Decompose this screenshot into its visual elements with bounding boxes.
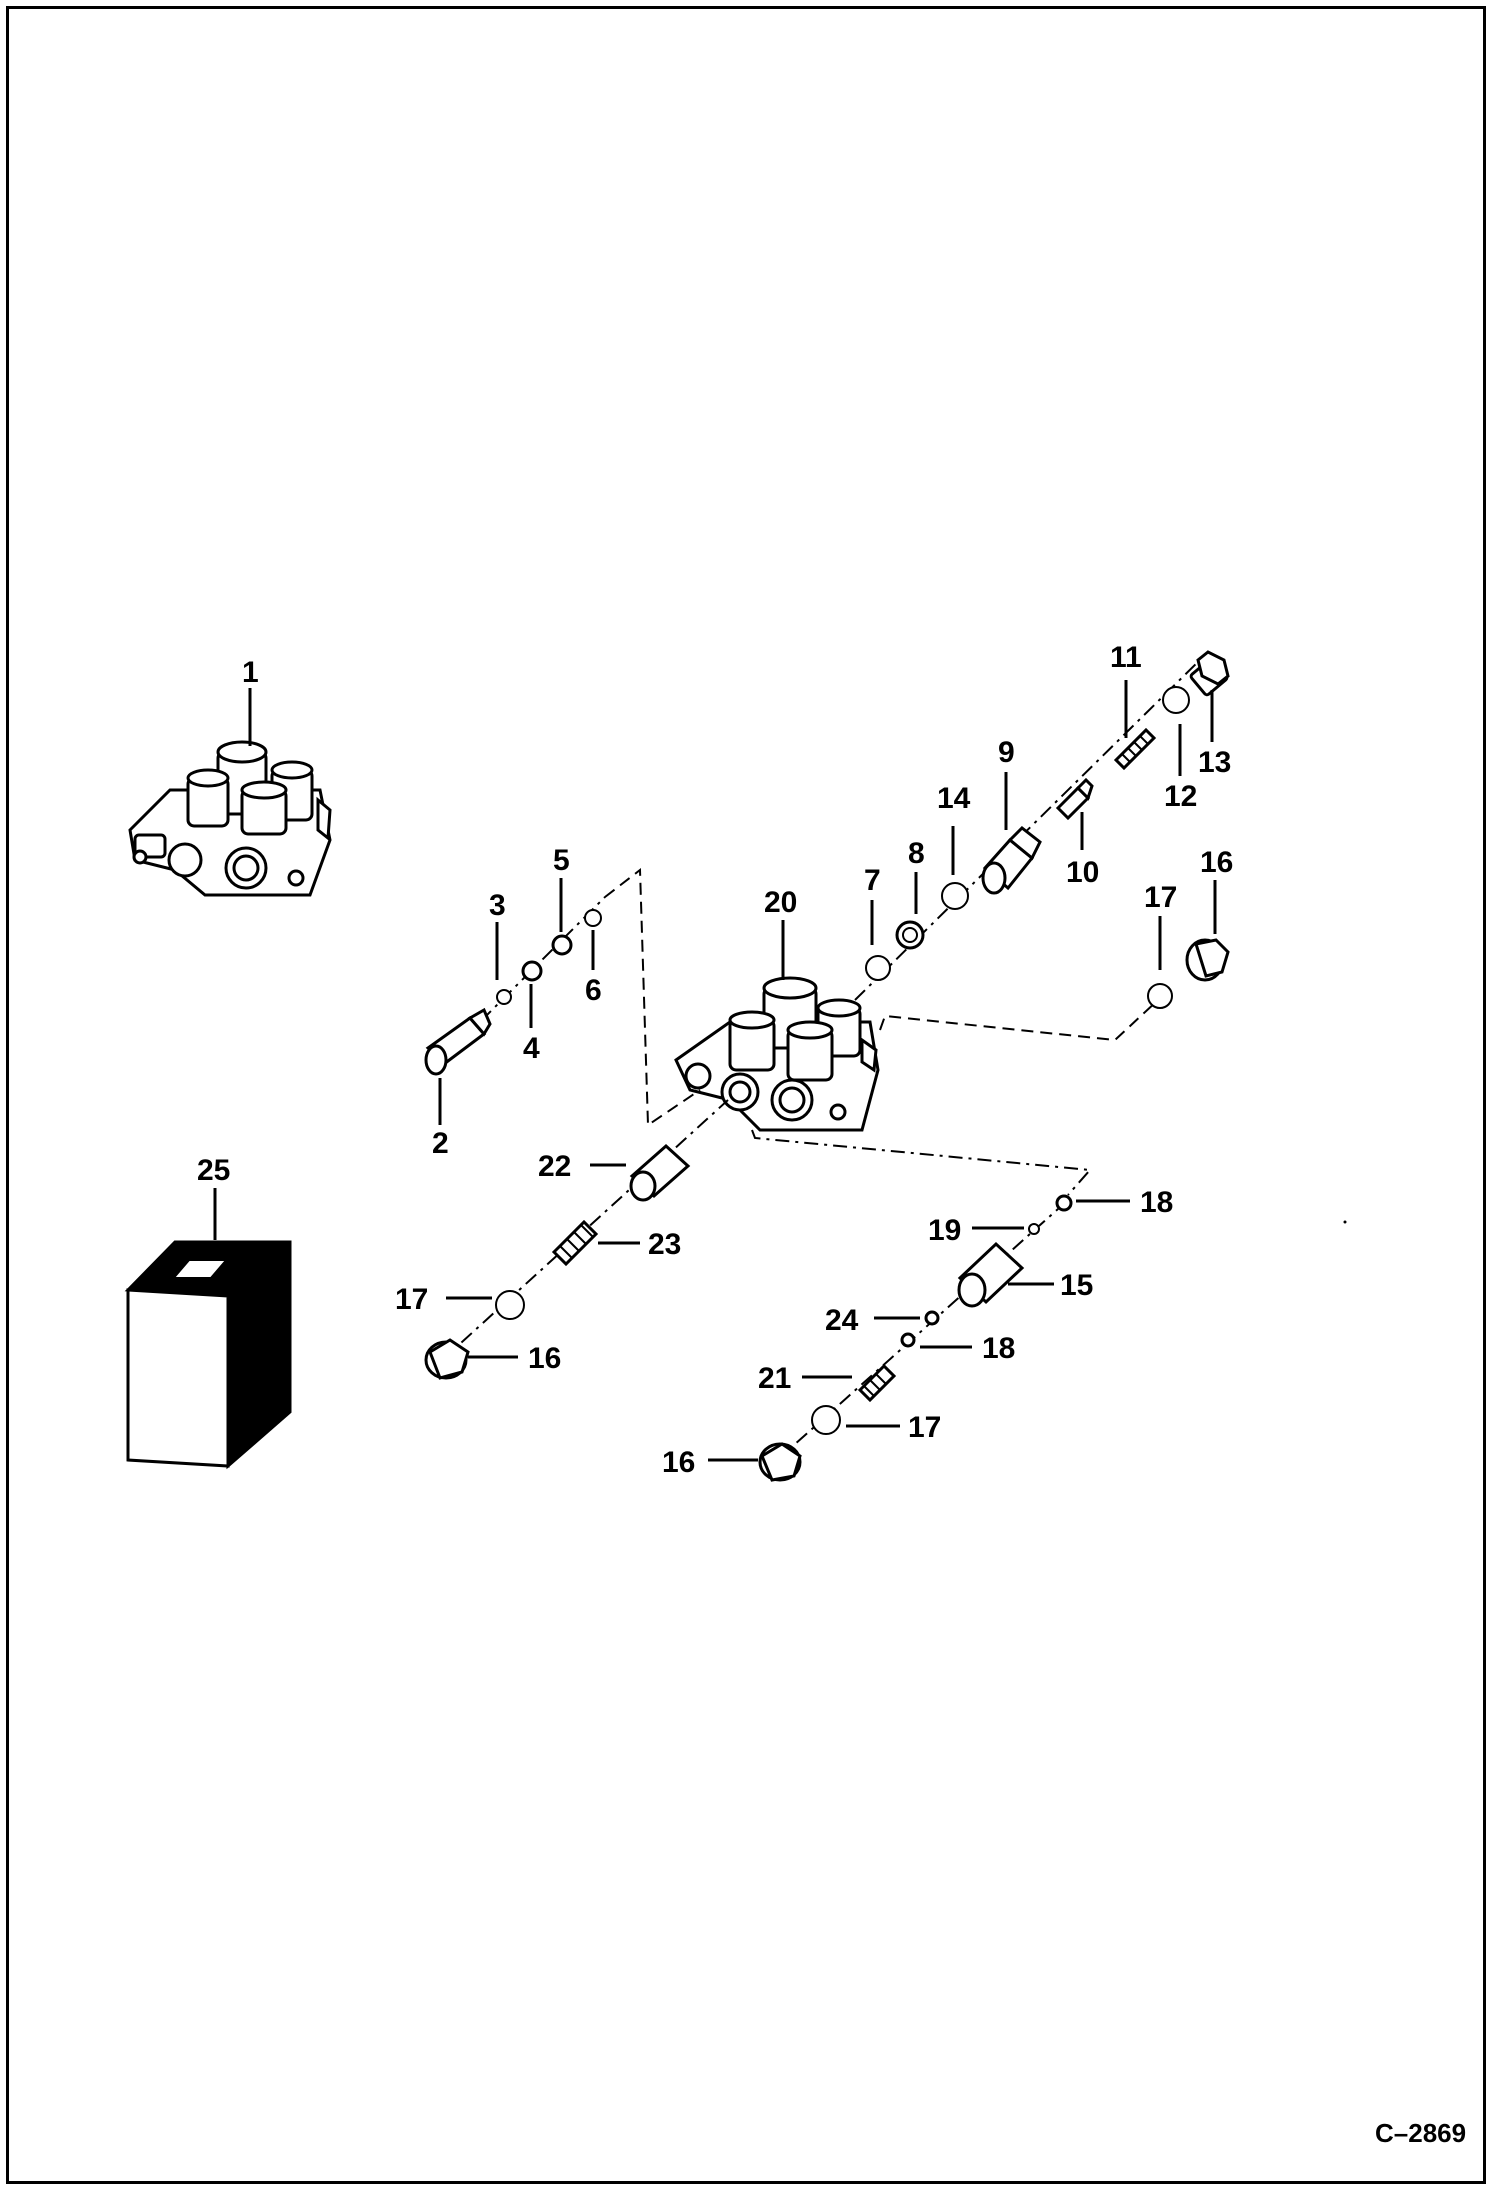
callout-13: 13 bbox=[1198, 746, 1231, 779]
spring-11 bbox=[1113, 727, 1157, 771]
o-ring-5 bbox=[551, 934, 573, 956]
spring-21 bbox=[857, 1363, 897, 1403]
spool-15 bbox=[957, 1241, 1025, 1308]
callout-21: 21 bbox=[758, 1362, 791, 1395]
backup-ring-6 bbox=[584, 909, 602, 927]
plug-16-lower-right bbox=[758, 1442, 802, 1482]
callout-2: 2 bbox=[432, 1127, 449, 1160]
callout-20: 20 bbox=[764, 886, 797, 919]
callout-16-right: 16 bbox=[1200, 846, 1233, 879]
callout-12: 12 bbox=[1164, 780, 1197, 813]
callout-22: 22 bbox=[538, 1150, 571, 1183]
callout-8: 8 bbox=[908, 837, 925, 870]
callout-17-lower-right: 17 bbox=[908, 1411, 941, 1444]
o-ring-14 bbox=[941, 882, 969, 910]
valve-body bbox=[674, 976, 880, 1132]
o-ring-17-right bbox=[1147, 983, 1173, 1009]
callout-11: 11 bbox=[1110, 641, 1142, 674]
seat-19 bbox=[1028, 1223, 1040, 1235]
o-ring-4 bbox=[521, 960, 543, 982]
callout-10: 10 bbox=[1066, 856, 1099, 889]
o-ring-17-lower-right bbox=[811, 1405, 841, 1435]
callout-16-lower-left: 16 bbox=[528, 1342, 561, 1375]
callout-15: 15 bbox=[1060, 1269, 1093, 1302]
callout-14: 14 bbox=[937, 782, 971, 815]
callout-17-right: 17 bbox=[1144, 881, 1177, 914]
plug-16-lower-left bbox=[424, 1338, 470, 1380]
callout-24: 24 bbox=[825, 1304, 859, 1337]
hidden-line-right bbox=[879, 999, 1159, 1042]
spool-22 bbox=[629, 1143, 691, 1202]
callout-19: 19 bbox=[928, 1214, 961, 1247]
poppet-10 bbox=[1055, 777, 1094, 821]
o-ring-8-inner bbox=[902, 927, 918, 943]
o-ring-7 bbox=[865, 955, 891, 981]
callout-18-upper: 18 bbox=[1140, 1186, 1173, 1219]
callout-5: 5 bbox=[553, 844, 570, 877]
axis-line-upper-right bbox=[854, 654, 1206, 1001]
callout-9: 9 bbox=[998, 736, 1015, 769]
callout-25: 25 bbox=[197, 1154, 230, 1187]
ball-18-lower bbox=[900, 1332, 916, 1348]
hidden-line-left bbox=[604, 868, 701, 1127]
plug-13 bbox=[1189, 650, 1230, 697]
callout-7: 7 bbox=[864, 864, 881, 897]
o-ring-17-lower-left bbox=[495, 1290, 525, 1320]
drawing-reference: C–2869 bbox=[1375, 2118, 1466, 2148]
o-ring-12 bbox=[1162, 686, 1190, 714]
callout-6: 6 bbox=[585, 974, 602, 1007]
spring-23 bbox=[551, 1219, 599, 1267]
ball-24 bbox=[924, 1310, 940, 1326]
relief-valve-cartridge bbox=[424, 1007, 492, 1076]
callout-17-lower-left: 17 bbox=[395, 1283, 428, 1316]
callout-23: 23 bbox=[648, 1228, 681, 1261]
speck bbox=[1343, 1220, 1347, 1224]
ball-18-upper bbox=[1055, 1194, 1073, 1212]
callout-1: 1 bbox=[242, 656, 259, 689]
seal-kit-box bbox=[124, 1240, 292, 1470]
callout-18-lower: 18 bbox=[982, 1332, 1015, 1365]
hidden-line-lower-right bbox=[751, 1129, 1093, 1196]
plug-16-right bbox=[1185, 938, 1230, 982]
callout-16-lower-right: 16 bbox=[662, 1446, 695, 1479]
callout-4: 4 bbox=[523, 1032, 540, 1065]
backup-ring-3 bbox=[496, 989, 512, 1005]
callout-3: 3 bbox=[489, 889, 506, 922]
valve-assembly-complete bbox=[128, 740, 332, 897]
relief-valve-9 bbox=[981, 826, 1042, 895]
